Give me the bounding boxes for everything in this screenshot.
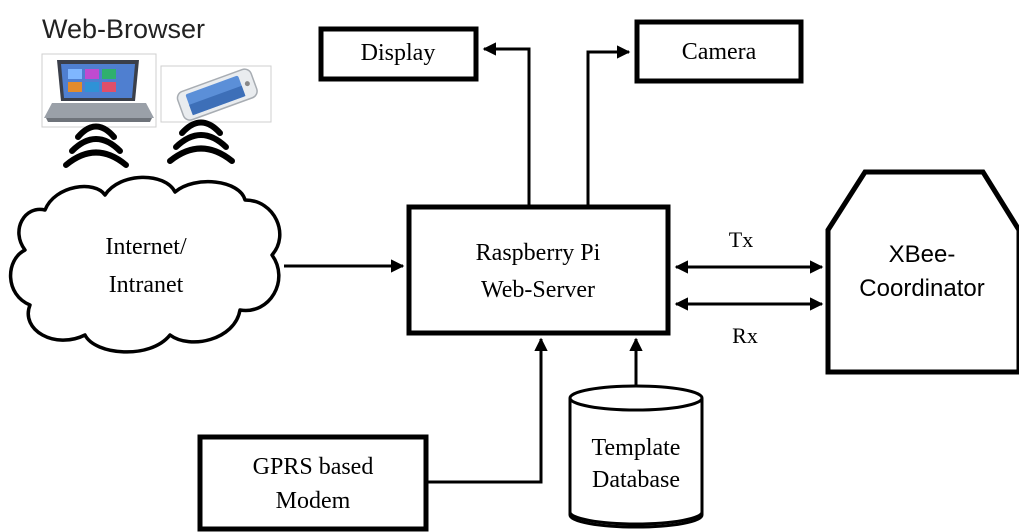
laptop-icon: [41, 53, 157, 128]
display-label: Display: [361, 40, 436, 66]
gprs-label-line2: Modem: [276, 488, 351, 514]
server-label-line1: Raspberry Pi: [476, 240, 601, 266]
internet-label-line1: Internet/: [105, 234, 187, 260]
display-box: Display: [318, 26, 479, 82]
server-label-line2: Web-Server: [481, 277, 595, 303]
internet-cloud: Internet/ Intranet: [8, 175, 282, 354]
xbee-label-line2: Coordinator: [859, 275, 984, 302]
xbee-coordinator-box: XBee- Coordinator: [825, 169, 1019, 375]
gprs-label-line1: GPRS based: [253, 454, 374, 480]
internet-label-line2: Intranet: [109, 272, 184, 298]
database-label-line1: Template: [592, 435, 681, 461]
database-label-line2: Database: [592, 467, 680, 493]
template-database-cylinder: Template Database: [568, 384, 704, 529]
wifi-signal-icon: [167, 119, 235, 164]
gprs-modem-box: GPRS based Modem: [197, 434, 429, 532]
web-browser-title: Web-Browser: [42, 14, 205, 44]
gprs-to-server-arrow: [426, 337, 548, 484]
tx-label: Tx: [729, 227, 753, 252]
server-to-camera-arrow: [586, 45, 631, 205]
server-to-display-arrow: [482, 42, 531, 205]
xbee-label-line1: XBee-: [889, 241, 956, 268]
raspberry-pi-server-box: Raspberry Pi Web-Server: [406, 204, 671, 336]
wifi-signal-icon: [63, 123, 129, 168]
rx-label: Rx: [732, 323, 758, 348]
camera-label: Camera: [682, 39, 757, 65]
smartphone-icon: [160, 65, 272, 123]
camera-box: Camera: [634, 19, 804, 84]
